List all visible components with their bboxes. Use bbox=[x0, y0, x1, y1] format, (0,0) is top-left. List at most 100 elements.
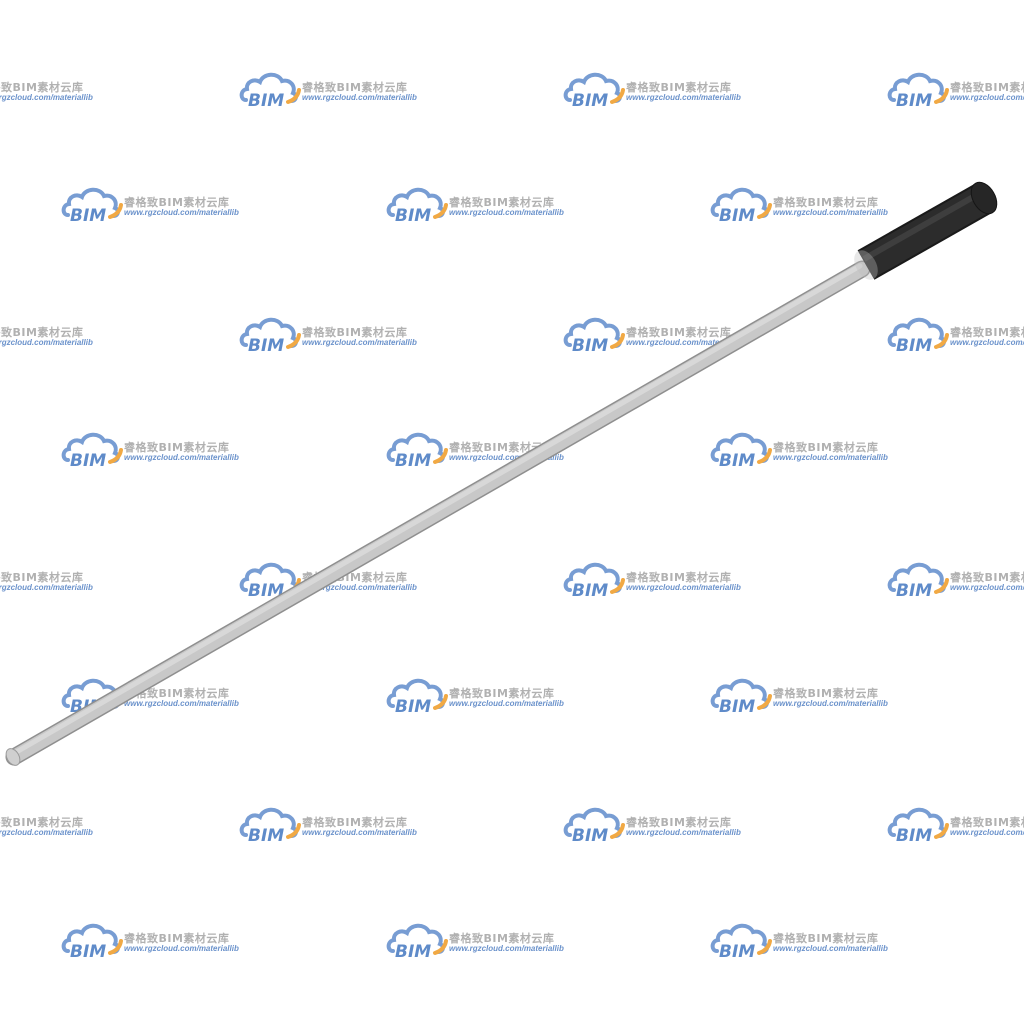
svg-text:BIM: BIM bbox=[719, 206, 755, 225]
watermark-title: 睿格致BIM素材云库 bbox=[124, 441, 230, 454]
cloud-logo-icon: BIM bbox=[239, 72, 301, 110]
cloud-logo-icon: BIM bbox=[887, 72, 949, 110]
watermark-url: www.rgzcloud.com/materiallib bbox=[773, 453, 888, 462]
svg-text:BIM: BIM bbox=[395, 451, 431, 470]
watermark-url: www.rgzcloud.com/materiallib bbox=[302, 583, 417, 592]
svg-text:BIM: BIM bbox=[395, 942, 431, 961]
watermark-title: 睿格致BIM素材云库 bbox=[0, 326, 84, 339]
cloud-logo-icon: BIM bbox=[386, 187, 448, 225]
watermark-url: www.rgzcloud.com/materiallib bbox=[0, 338, 93, 347]
watermark-url: www.rgzcloud.com/materiallib bbox=[124, 699, 239, 708]
svg-text:BIM: BIM bbox=[70, 942, 106, 961]
watermark-title: 睿格致BIM素材云库 bbox=[0, 81, 84, 94]
watermark-url: www.rgzcloud.com/materiallib bbox=[124, 453, 239, 462]
watermark-url: www.rgzcloud.com/materiallib bbox=[449, 944, 564, 953]
watermark-url: www.rgzcloud.com/materiallib bbox=[626, 93, 741, 102]
watermark-title: 睿格致BIM素材云库 bbox=[449, 687, 555, 700]
watermark-url: www.rgzcloud.com/materiallib bbox=[950, 583, 1024, 592]
watermark-title: 睿格致BIM素材云库 bbox=[773, 441, 879, 454]
cloud-logo-icon: BIM bbox=[239, 807, 301, 845]
watermark-title: 睿格致BIM素材云库 bbox=[0, 816, 84, 829]
svg-text:BIM: BIM bbox=[248, 91, 284, 110]
watermark-url: www.rgzcloud.com/materiallib bbox=[950, 93, 1024, 102]
cloud-logo-icon: BIM bbox=[563, 562, 625, 600]
watermark-url: www.rgzcloud.com/materiallib bbox=[626, 338, 741, 347]
cloud-logo-icon: BIM bbox=[563, 317, 625, 355]
watermark-title: 睿格致BIM素材云库 bbox=[626, 326, 732, 339]
watermark-title: 睿格致BIM素材云库 bbox=[124, 687, 230, 700]
watermark-tile: BIM 睿格致BIM素材云库www.rgzcloud.com/materiall… bbox=[886, 560, 1024, 600]
watermark-url: www.rgzcloud.com/materiallib bbox=[950, 828, 1024, 837]
watermark-title: 睿格致BIM素材云库 bbox=[773, 196, 879, 209]
watermark-url: www.rgzcloud.com/materiallib bbox=[302, 93, 417, 102]
watermark-url: www.rgzcloud.com/materiallib bbox=[302, 828, 417, 837]
cloud-logo-icon: BIM bbox=[887, 562, 949, 600]
svg-text:BIM: BIM bbox=[395, 206, 431, 225]
cloud-logo-icon: BIM bbox=[386, 923, 448, 961]
cloud-logo-icon: BIM bbox=[887, 317, 949, 355]
watermark-title: 睿格致BIM素材云库 bbox=[773, 687, 879, 700]
watermark-url: www.rgzcloud.com/materiallib bbox=[302, 338, 417, 347]
svg-text:BIM: BIM bbox=[719, 942, 755, 961]
svg-text:BIM: BIM bbox=[719, 451, 755, 470]
svg-text:BIM: BIM bbox=[572, 826, 608, 845]
watermark-url: www.rgzcloud.com/materiallib bbox=[773, 944, 888, 953]
watermark-tile: BIM 睿格致BIM素材云库www.rgzcloud.com/materiall… bbox=[886, 70, 1024, 110]
cloud-logo-icon: BIM bbox=[61, 432, 123, 470]
svg-text:BIM: BIM bbox=[896, 581, 932, 600]
svg-text:BIM: BIM bbox=[248, 336, 284, 355]
watermark-url: www.rgzcloud.com/materiallib bbox=[626, 828, 741, 837]
svg-text:BIM: BIM bbox=[896, 826, 932, 845]
watermark-title: 睿格致BIM素材云库 bbox=[302, 816, 408, 829]
cloud-logo-icon: BIM bbox=[710, 923, 772, 961]
watermark-tile: BIM 睿格致BIM素材云库www.rgzcloud.com/materiall… bbox=[0, 70, 114, 110]
svg-text:BIM: BIM bbox=[248, 581, 284, 600]
watermark-title: 睿格致BIM素材云库 bbox=[626, 81, 732, 94]
watermark-tile: BIM 睿格致BIM素材云库www.rgzcloud.com/materiall… bbox=[886, 805, 1024, 845]
watermark-title: 睿格致BIM素材云库 bbox=[449, 932, 555, 945]
watermark-title: 睿格致BIM素材云库 bbox=[950, 326, 1024, 339]
watermark-title: 睿格致BIM素材云库 bbox=[950, 571, 1024, 584]
watermark-tile: BIM 睿格致BIM素材云库www.rgzcloud.com/materiall… bbox=[886, 315, 1024, 355]
cloud-logo-icon: BIM bbox=[386, 678, 448, 716]
watermark-title: 睿格致BIM素材云库 bbox=[124, 196, 230, 209]
watermark-url: www.rgzcloud.com/materiallib bbox=[773, 208, 888, 217]
cloud-logo-icon: BIM bbox=[61, 187, 123, 225]
cloud-logo-icon: BIM bbox=[563, 72, 625, 110]
watermark-title: 睿格致BIM素材云库 bbox=[302, 81, 408, 94]
rod-grip bbox=[854, 181, 998, 280]
watermark-title: 睿格致BIM素材云库 bbox=[626, 571, 732, 584]
cloud-logo-icon: BIM bbox=[710, 678, 772, 716]
watermark-title: 睿格致BIM素材云库 bbox=[950, 816, 1024, 829]
watermark-title: 睿格致BIM素材云库 bbox=[449, 196, 555, 209]
cloud-logo-icon: BIM bbox=[239, 317, 301, 355]
watermark-title: 睿格致BIM素材云库 bbox=[124, 932, 230, 945]
watermark-title: 睿格致BIM素材云库 bbox=[302, 326, 408, 339]
cloud-logo-icon: BIM bbox=[563, 807, 625, 845]
watermark-url: www.rgzcloud.com/materiallib bbox=[449, 699, 564, 708]
watermark-url: www.rgzcloud.com/materiallib bbox=[0, 93, 93, 102]
watermark-title: 睿格致BIM素材云库 bbox=[0, 571, 84, 584]
rod-shaft bbox=[5, 260, 871, 766]
watermark-title: 睿格致BIM素材云库 bbox=[449, 441, 555, 454]
svg-text:BIM: BIM bbox=[719, 697, 755, 716]
svg-text:BIM: BIM bbox=[896, 91, 932, 110]
cloud-logo-icon: BIM bbox=[386, 432, 448, 470]
watermark-tile: BIM 睿格致BIM素材云库www.rgzcloud.com/materiall… bbox=[0, 805, 114, 845]
watermark-url: www.rgzcloud.com/materiallib bbox=[0, 583, 93, 592]
svg-text:BIM: BIM bbox=[572, 581, 608, 600]
